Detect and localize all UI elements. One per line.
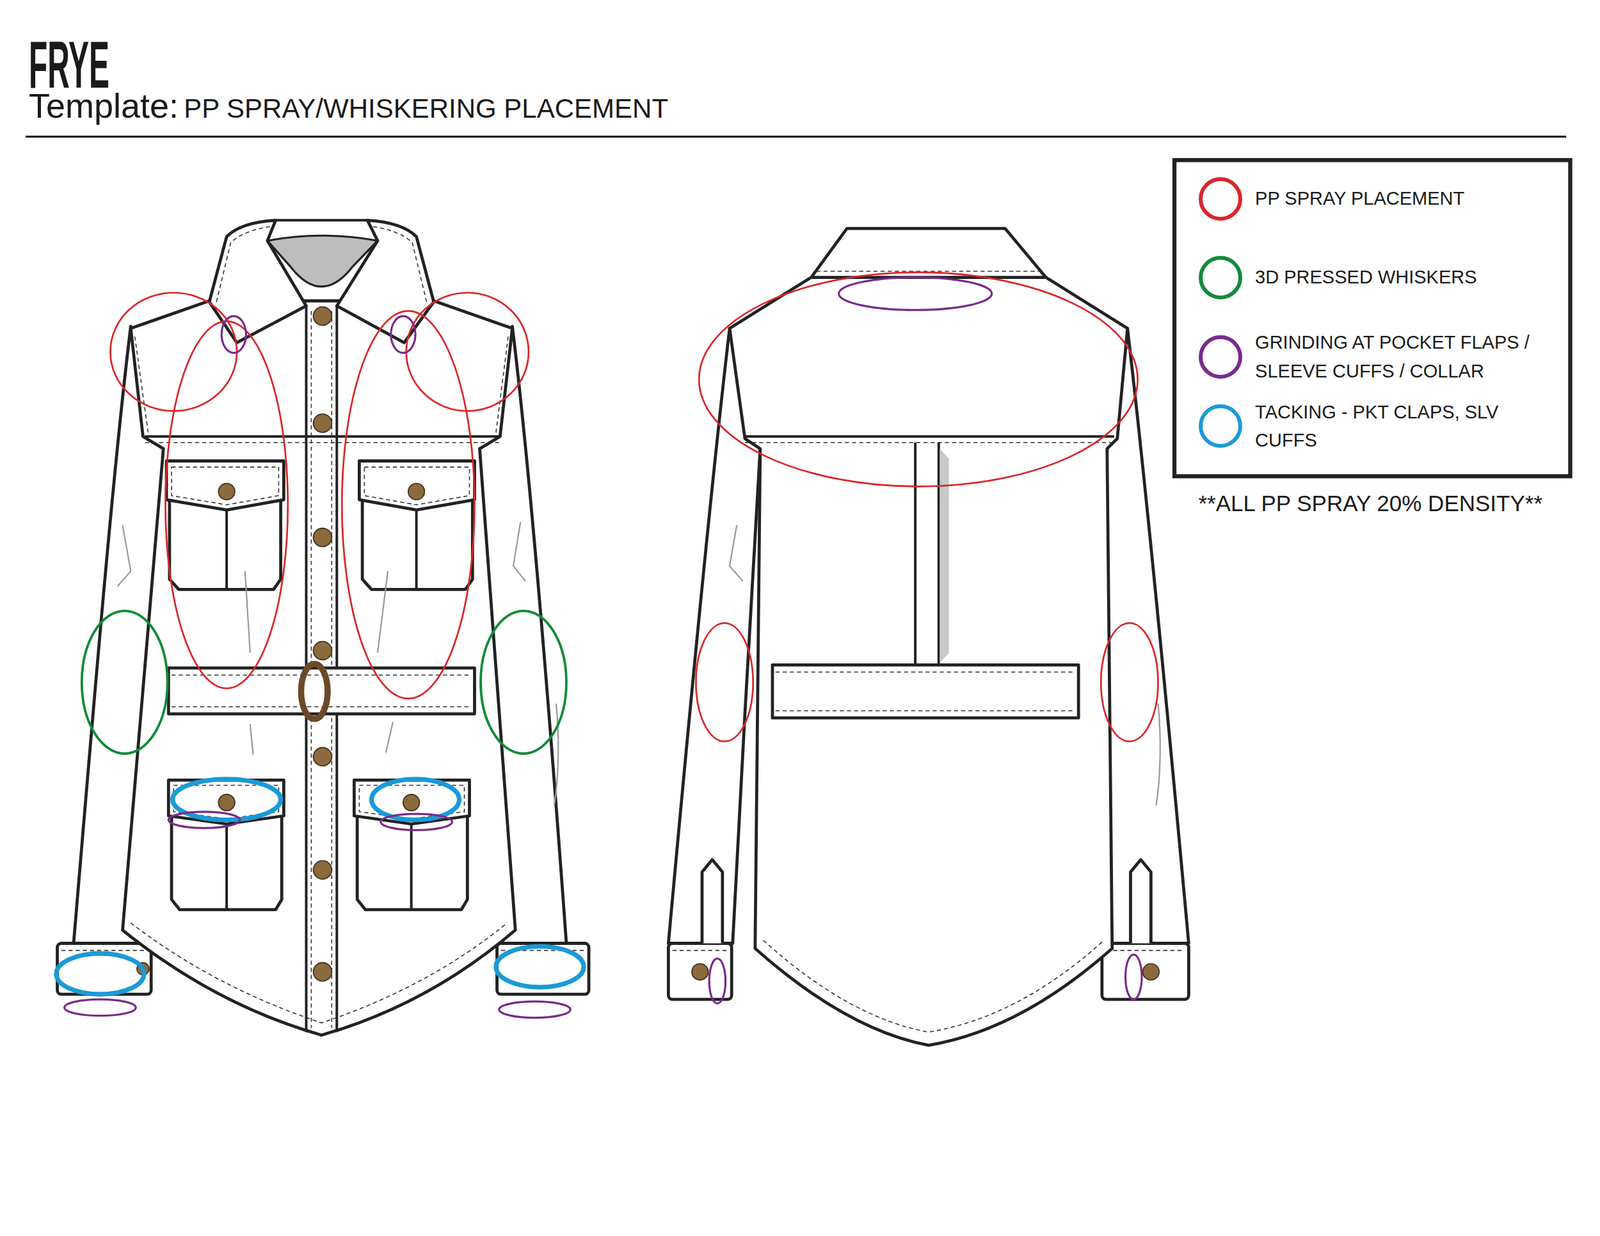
legend-swatch — [1197, 176, 1244, 223]
template-label: Template: — [28, 87, 179, 125]
header-rule — [25, 135, 1567, 138]
legend-ring — [1200, 179, 1241, 219]
legend-swatch — [1197, 334, 1244, 381]
legend-box — [1174, 160, 1570, 477]
density-note: **ALL PP SPRAY 20% DENSITY** — [1198, 491, 1543, 517]
back-view — [668, 228, 1189, 1046]
legend-text: 3D PRESSED WHISKERS — [1255, 263, 1563, 292]
legend-text: PP SPRAY PLACEMENT — [1255, 184, 1563, 214]
template-name: PP SPRAY/WHISKERING PLACEMENT — [183, 94, 669, 124]
legend-text: TACKING - PKT CLAPS, SLV CUFFS — [1255, 398, 1563, 456]
legend-text: GRINDING AT POCKET FLAPS / SLEEVE CUFFS … — [1255, 328, 1563, 386]
front-view — [56, 220, 589, 1036]
legend-swatch — [1197, 403, 1244, 450]
legend-ring — [1200, 257, 1241, 298]
legend-swatch — [1197, 254, 1244, 301]
legend-ring — [1200, 406, 1241, 447]
legend-ring — [1200, 337, 1241, 377]
